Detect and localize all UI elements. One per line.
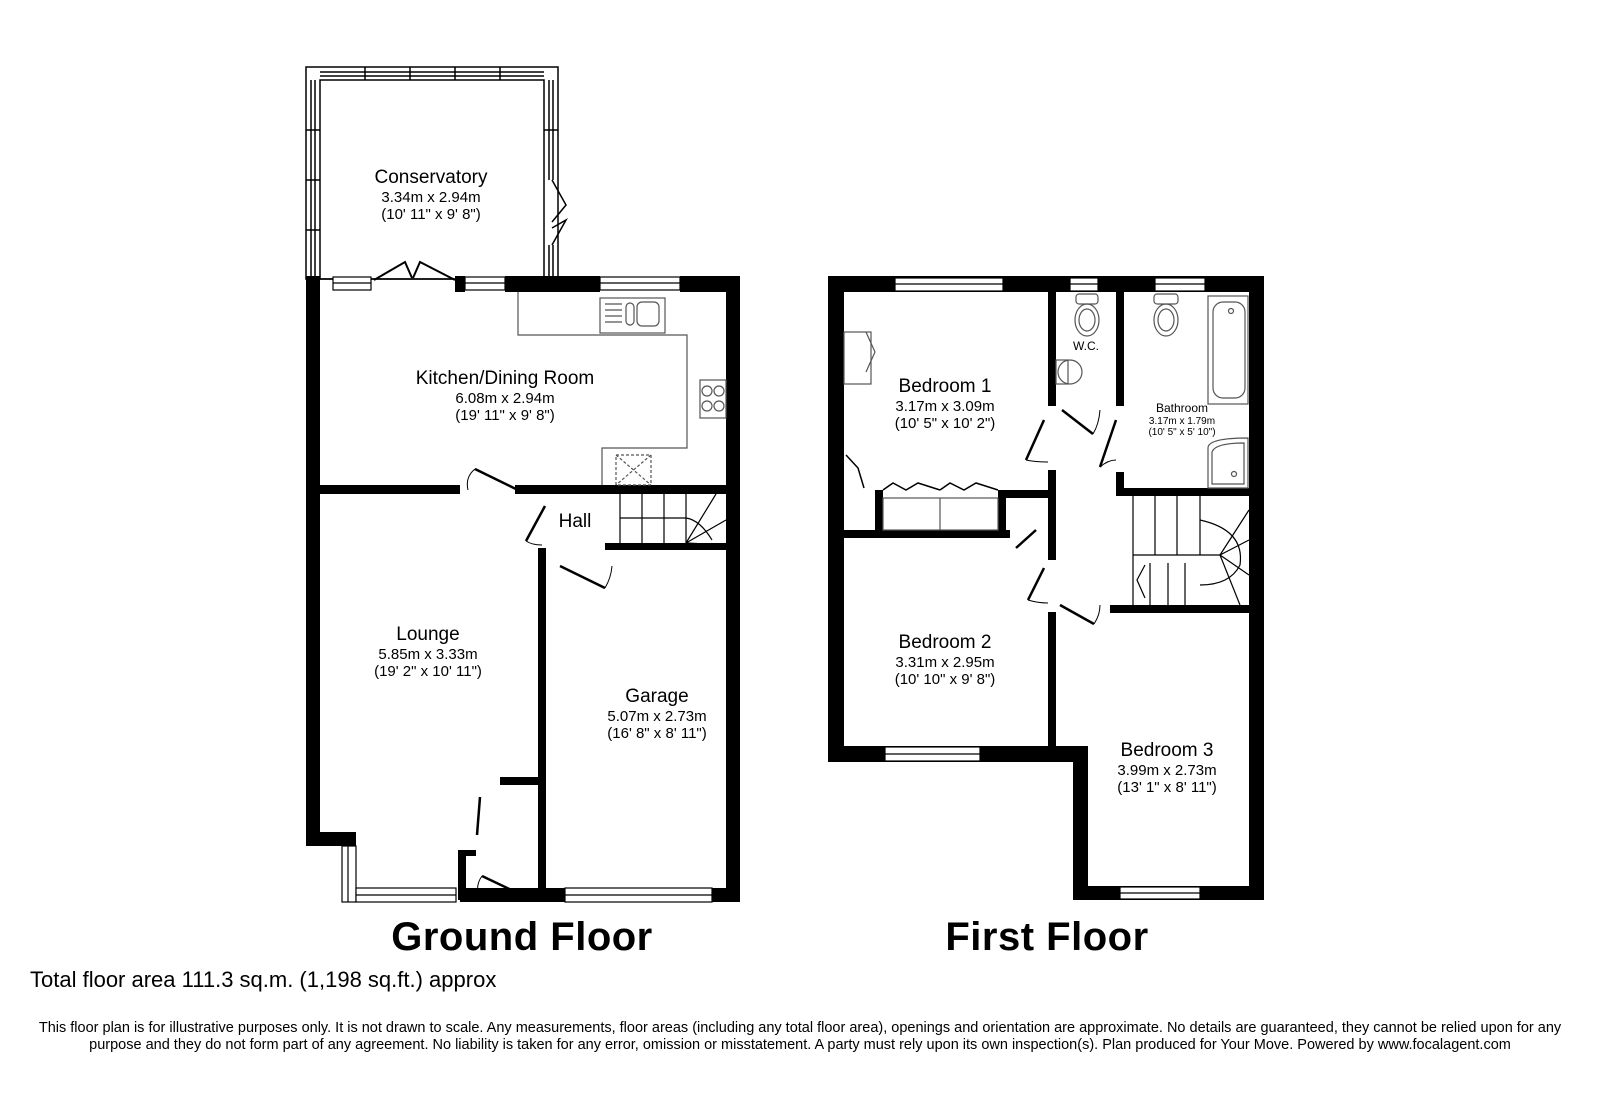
room-name: Lounge <box>396 624 460 645</box>
room-size-metric: 3.99m x 2.73m <box>1117 761 1217 779</box>
conservatory-door <box>373 260 456 281</box>
room-size-imperial: (19' 2" x 10' 11") <box>374 663 482 681</box>
room-size-imperial: (19' 11" x 9' 8") <box>455 407 555 425</box>
first-floor-title: First Floor <box>945 915 1149 959</box>
room-size-imperial: (13' 1" x 8' 11") <box>1117 779 1217 797</box>
kitchen-units <box>517 292 727 486</box>
room-name: Bedroom 2 <box>898 632 992 653</box>
room-label-conservatory: Conservatory 3.34m x 2.94m (10' 11" x 9'… <box>375 167 488 223</box>
room-size-imperial: (10' 10" x 9' 8") <box>894 671 996 689</box>
first-door-swings <box>1025 409 1117 625</box>
room-label-lounge: Lounge 5.85m x 3.33m (19' 2" x 10' 11") <box>374 624 482 680</box>
first-stairs <box>1132 496 1250 606</box>
room-label-wc: W.C. <box>1073 339 1099 354</box>
first-doors <box>845 409 1118 626</box>
room-size-imperial: (10' 5" x 10' 2") <box>894 415 996 433</box>
room-name: W.C. <box>1073 339 1099 353</box>
room-name: Bedroom 1 <box>898 376 992 397</box>
ground-windows <box>332 276 713 903</box>
room-size-metric: 6.08m x 2.94m <box>455 389 555 407</box>
ground-floor-plan <box>305 66 740 903</box>
room-label-bedroom-1: Bedroom 1 3.17m x 3.09m (10' 5" x 10' 2"… <box>895 376 996 432</box>
ground-floor-title: Ground Floor <box>391 915 653 959</box>
room-name: Bedroom 3 <box>1120 740 1214 761</box>
total-floor-area: Total floor area 111.3 sq.m. (1,198 sq.f… <box>30 967 497 992</box>
first-walls <box>828 276 1264 900</box>
room-label-bathroom: Bathroom 3.17m x 1.79m (10' 5" x 5' 10") <box>1148 401 1216 439</box>
ground-door-swings <box>466 468 613 896</box>
room-size-imperial: (10' 11" x 9' 8") <box>381 206 481 224</box>
bathroom-fixtures <box>843 293 1249 531</box>
ground-stairs <box>619 493 727 546</box>
room-name: Bathroom <box>1155 401 1209 415</box>
room-name: Conservatory <box>374 167 488 188</box>
room-label-kitchen-dining: Kitchen/Dining Room 6.08m x 2.94m (19' 1… <box>416 368 594 424</box>
room-size-metric: 3.17m x 3.09m <box>895 397 995 415</box>
room-size-metric: 3.34m x 2.94m <box>381 188 481 206</box>
room-name: Kitchen/Dining Room <box>415 368 595 389</box>
room-size-metric: 3.17m x 1.79m <box>1148 415 1216 427</box>
room-label-garage: Garage 5.07m x 2.73m (16' 8" x 8' 11") <box>607 686 706 742</box>
room-size-metric: 3.31m x 2.95m <box>895 653 995 671</box>
room-name: Hall <box>558 511 592 532</box>
ground-walls <box>306 276 740 902</box>
room-label-bedroom-3: Bedroom 3 3.99m x 2.73m (13' 1" x 8' 11"… <box>1117 740 1216 796</box>
room-label-hall: Hall <box>559 511 592 533</box>
room-name: Garage <box>625 686 689 707</box>
disclaimer-text: This floor plan is for illustrative purp… <box>38 1020 1562 1053</box>
ground-doors <box>474 467 606 897</box>
conservatory-glazing <box>305 66 568 280</box>
room-size-imperial: (16' 8" x 8' 11") <box>607 725 707 743</box>
first-windows <box>884 277 1206 900</box>
room-size-metric: 5.85m x 3.33m <box>378 645 478 663</box>
room-size-metric: 5.07m x 2.73m <box>607 707 707 725</box>
room-size-imperial: (10' 5" x 5' 10") <box>1148 427 1216 439</box>
room-label-bedroom-2: Bedroom 2 3.31m x 2.95m (10' 10" x 9' 8"… <box>895 632 996 688</box>
first-floor-plan <box>828 276 1264 900</box>
